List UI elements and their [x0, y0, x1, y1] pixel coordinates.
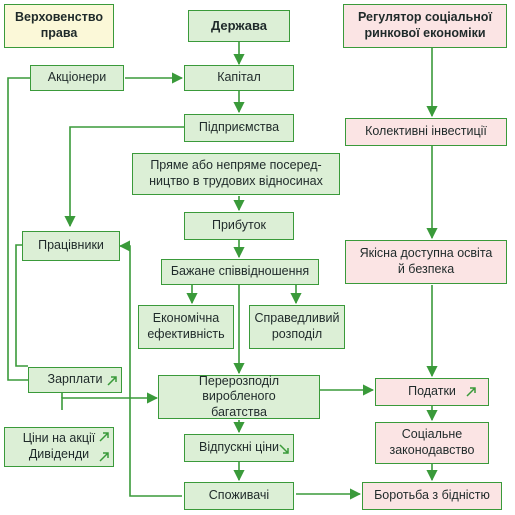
- node-profit: Прибуток: [184, 212, 294, 240]
- sale-prices-label: Відпускні ціни: [199, 440, 279, 455]
- node-wages: Зарплати: [28, 367, 122, 393]
- trend-up-icon: [99, 432, 109, 442]
- trend-up-icon: [107, 376, 117, 386]
- trend-down-icon: [279, 444, 289, 454]
- node-fair-dist: Справедливий розподіл: [249, 305, 345, 349]
- trend-up-icon: [99, 452, 109, 462]
- node-stock-prices: Ціни на акції Дивіденди: [4, 427, 114, 467]
- node-state: Держава: [188, 10, 290, 42]
- stock-prices-label: Ціни на акції Дивіденди: [22, 431, 96, 461]
- wages-label: Зарплати: [47, 372, 103, 387]
- node-enterprise: Підприємства: [184, 114, 294, 142]
- edge-workers-wages: [15, 244, 28, 367]
- node-capital: Капітал: [184, 65, 294, 91]
- edge-consumers-workers: [118, 240, 182, 497]
- node-taxes: Податки: [375, 378, 489, 406]
- node-sale-prices: Відпускні ціни: [184, 434, 294, 462]
- node-mediation: Пряме або непряме посеред- ництво в труд…: [132, 153, 340, 195]
- taxes-label: Податки: [408, 384, 456, 399]
- node-poverty: Боротьба з бідністю: [362, 482, 502, 510]
- node-education: Якісна доступна освіта й безпека: [345, 240, 507, 284]
- node-social-law: Соціальне законодавство: [375, 422, 489, 464]
- node-workers: Працівники: [22, 231, 120, 261]
- node-econ-eff: Економічна ефективність: [138, 305, 234, 349]
- node-redistribution: Перерозподіл виробленого багатства: [158, 374, 320, 419]
- node-desired-ratio: Бажане співвідношення: [161, 259, 319, 285]
- edge-enterprise-workers: [64, 126, 184, 228]
- node-consumers: Споживачі: [184, 482, 294, 510]
- edge-wages-shareholders: [7, 77, 30, 381]
- trend-up-icon: [466, 387, 476, 397]
- node-collective-inv: Колективні інвестиції: [345, 118, 507, 146]
- node-shareholders: Акціонери: [30, 65, 124, 91]
- node-rule-of-law: Верховенство права: [4, 4, 114, 48]
- node-regulator: Регулятор соціальної ринкової економіки: [343, 4, 507, 48]
- edge-redistribution-left: [61, 392, 159, 410]
